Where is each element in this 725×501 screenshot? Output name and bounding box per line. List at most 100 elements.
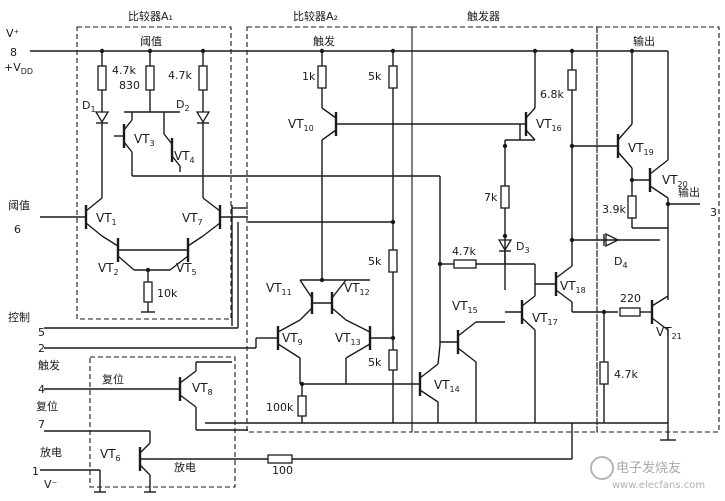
diode-d4 xyxy=(605,232,620,248)
resistor-10k-label: 10k xyxy=(157,287,178,300)
vt9-label: VT9 xyxy=(282,331,303,347)
transistor-vt16 xyxy=(520,51,536,141)
vt17-label: VT17 xyxy=(532,311,558,327)
resistor-7k-label: 7k xyxy=(484,191,498,204)
resistor-4.7k-left-label: 4.7k xyxy=(112,64,136,77)
threshold-sublabel: 阈值 xyxy=(140,34,162,48)
pin-2-number: 2 xyxy=(38,342,45,355)
transistor-vt11 xyxy=(299,279,314,321)
resistor-220 xyxy=(619,307,641,317)
trigger-sublabel: 触发 xyxy=(313,34,335,48)
transistor-vt17 xyxy=(505,264,536,331)
vt7-label: VT7 xyxy=(182,211,203,227)
vdd-label: +VDD xyxy=(4,61,33,76)
vt15-label: VT15 xyxy=(452,299,478,315)
transistor-vt15 xyxy=(440,321,505,363)
resistor-4.7k-output-label: 4.7k xyxy=(614,368,638,381)
pin-output-label: 输出 xyxy=(678,185,700,199)
transistor-vt8 xyxy=(178,361,232,408)
vt21-label: VT21 xyxy=(656,325,682,341)
transistor-vt21 xyxy=(650,295,669,331)
diode-d1-label: D1 xyxy=(82,99,96,114)
watermark-text: 电子发烧友 xyxy=(616,460,681,476)
pin-8-number: 8 xyxy=(10,46,17,59)
resistor-10k xyxy=(143,281,153,303)
comparator-a2-title: 比较器A₂ xyxy=(293,9,338,23)
transistor-vt6 xyxy=(138,442,176,476)
vt12-label: VT12 xyxy=(344,281,370,297)
resistor-4.7k-output xyxy=(599,361,609,385)
resistor-4.7k-trigger-label: 4.7k xyxy=(452,245,476,258)
pin-reset-label: 复位 xyxy=(36,399,58,413)
resistor-220-label: 220 xyxy=(620,292,641,305)
resistor-5k-bottom-label: 5k xyxy=(368,356,382,369)
pin-5-number: 5 xyxy=(38,326,45,339)
resistor-4.7k-left xyxy=(97,65,107,91)
vt3-label: VT3 xyxy=(134,132,155,148)
junction xyxy=(319,277,325,283)
transistor-vt12 xyxy=(312,279,347,321)
output-box xyxy=(596,26,720,433)
transistor-vt18 xyxy=(535,240,573,303)
vt10-label: VT10 xyxy=(288,117,314,133)
watermark-url: www.elecfans.com xyxy=(612,480,705,491)
resistor-100-label: 100 xyxy=(272,464,293,477)
resistor-5k-middle-label: 5k xyxy=(368,255,382,268)
resistor-6.8k xyxy=(567,69,577,91)
vt18-label: VT18 xyxy=(560,279,586,295)
pin-6-number: 6 xyxy=(14,223,21,236)
resistor-100 xyxy=(267,454,293,464)
diode-d2 xyxy=(195,111,211,124)
watermark: 电子发烧友 www.elecfans.com xyxy=(590,456,705,491)
vt1-label: VT1 xyxy=(96,211,117,227)
vt13-label: VT13 xyxy=(335,331,361,347)
discharge-internal-label: 放电 xyxy=(174,460,196,474)
resistor-4.7k-right-label: 4.7k xyxy=(168,69,192,82)
pin-1-number: 1 xyxy=(32,465,39,478)
vt19-label: VT19 xyxy=(628,141,654,157)
pin-7-number: 7 xyxy=(38,418,45,431)
vt11-label: VT11 xyxy=(266,281,292,297)
resistor-4.7k-trigger xyxy=(453,259,477,269)
resistor-830 xyxy=(145,65,155,91)
transistor-vt13 xyxy=(345,319,393,359)
comparator-a1-box xyxy=(76,26,232,320)
vt5-label: VT5 xyxy=(176,261,197,277)
resistor-3.9k-label: 3.9k xyxy=(602,203,626,216)
junction xyxy=(437,261,443,267)
watermark-logo-icon xyxy=(590,456,614,480)
transistor-vt7 xyxy=(202,197,222,237)
vt16-label: VT16 xyxy=(536,117,562,133)
reset-internal-label: 复位 xyxy=(102,372,124,386)
vt8-label: VT8 xyxy=(192,381,213,397)
resistor-4.7k-right xyxy=(198,65,208,91)
transistor-vt20 xyxy=(648,51,669,199)
vt6-label: VT6 xyxy=(100,447,121,463)
transistor-vt10 xyxy=(321,107,520,141)
resistor-1k xyxy=(317,65,327,89)
pin-trigger-label: 触发 xyxy=(38,358,60,372)
transistor-vt9 xyxy=(262,319,301,359)
vt4-label: VT4 xyxy=(174,149,195,165)
resistor-100k-label: 100k xyxy=(266,401,294,414)
diode-d3-label: D3 xyxy=(516,240,530,255)
pin-discharge-label: 放电 xyxy=(40,445,62,459)
transistor-vt19 xyxy=(616,123,633,169)
transistor-vt4 xyxy=(163,112,181,172)
resistor-5k-top xyxy=(388,65,398,89)
comparator-a2-box xyxy=(246,26,413,433)
trigger-title: 触发器 xyxy=(467,9,500,23)
pin-3-number: 3 xyxy=(710,206,717,219)
resistor-5k-middle xyxy=(388,249,398,273)
resistor-5k-top-label: 5k xyxy=(368,70,382,83)
pin-threshold-label: 阈值 xyxy=(8,198,30,212)
output-sublabel: 输出 xyxy=(633,34,655,48)
resistor-7k xyxy=(500,185,510,209)
vt2-label: VT2 xyxy=(98,261,119,277)
resistor-3.9k xyxy=(627,195,637,219)
resistor-5k-bottom xyxy=(388,349,398,371)
resistor-6.8k-label: 6.8k xyxy=(540,88,564,101)
diode-d4-label: D4 xyxy=(614,255,628,270)
transistor-vt3 xyxy=(114,112,133,153)
